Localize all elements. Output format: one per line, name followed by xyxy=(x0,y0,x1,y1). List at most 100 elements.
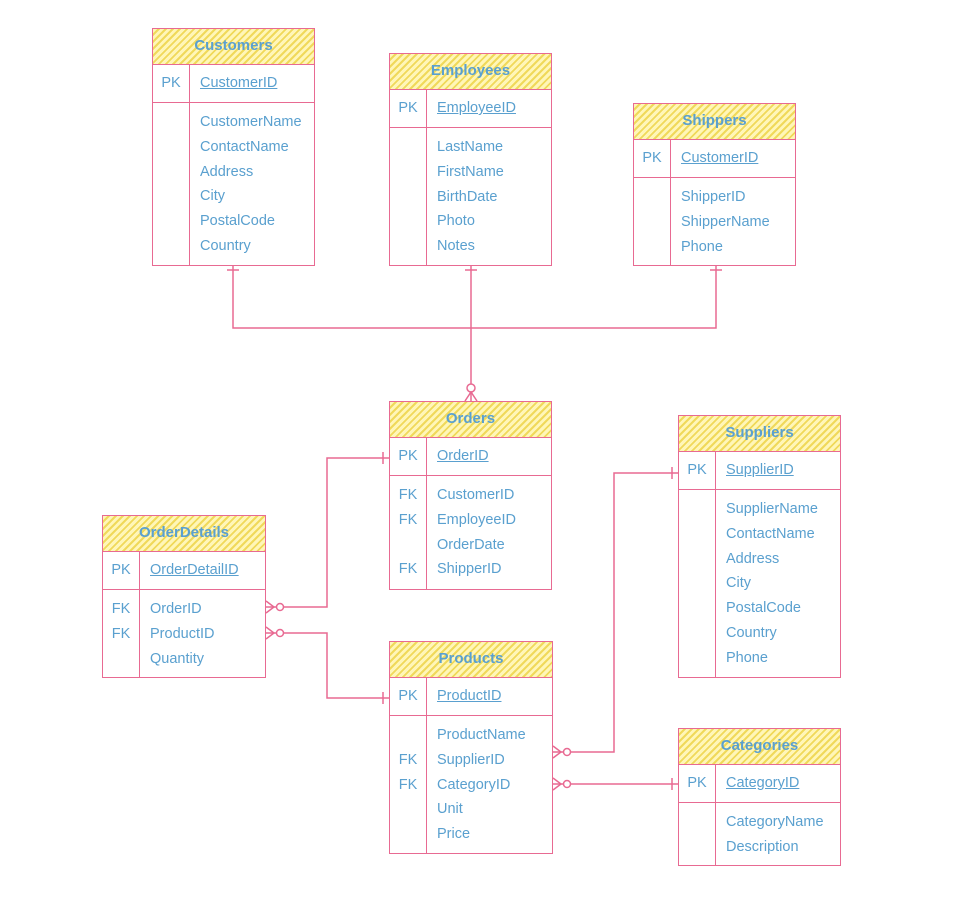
field-key-marker xyxy=(634,235,670,260)
field-name: ShipperName xyxy=(681,213,770,230)
field-name: Country xyxy=(726,624,777,641)
field-key-marker xyxy=(390,160,426,185)
products-primary-key-row: PK ProductID xyxy=(390,678,552,716)
shippers-primary-key-row: PK CustomerID xyxy=(634,140,795,178)
field-name: CustomerName xyxy=(200,114,302,130)
field-key-marker: FK xyxy=(398,751,418,768)
field-key-marker xyxy=(153,234,189,259)
pk-label: PK xyxy=(642,150,662,166)
field-key-marker xyxy=(679,596,715,621)
field-key-marker xyxy=(634,185,670,210)
primary-key-field: SupplierID xyxy=(726,462,794,478)
orders-title: Orders xyxy=(390,402,551,438)
orders-many-marker xyxy=(464,390,478,402)
products-supplier-zero-marker xyxy=(562,747,572,757)
field-name: Description xyxy=(726,838,799,855)
suppliers-products-connector xyxy=(553,472,678,753)
field-key-marker xyxy=(153,160,189,185)
field-key-marker xyxy=(679,835,715,860)
field-name: ContactName xyxy=(200,138,289,155)
field-key-marker xyxy=(153,110,189,135)
primary-key-field: OrderDetailID xyxy=(150,562,239,578)
products-title: Products xyxy=(390,642,552,678)
products-orderdetails-connector xyxy=(266,632,389,699)
primary-key-field: CustomerID xyxy=(200,75,278,91)
field-key-marker xyxy=(679,621,715,646)
pk-label: PK xyxy=(687,462,707,478)
field-name: SupplierID xyxy=(437,751,505,768)
pk-label: PK xyxy=(398,448,418,464)
orders-orderdetails-connector xyxy=(266,457,389,608)
customers-title: Customers xyxy=(153,29,314,65)
field-name: Price xyxy=(437,826,471,843)
field-name: City xyxy=(726,575,751,592)
customers-orders-connector xyxy=(232,266,471,329)
orderdetails-product-many-marker xyxy=(265,626,276,640)
products-category-zero-marker xyxy=(562,779,572,789)
customers-primary-key-row: PK CustomerID xyxy=(153,65,314,103)
primary-key-field: ProductID xyxy=(437,688,502,704)
field-key-marker: FK xyxy=(111,601,131,617)
orders-primary-key-row: PK OrderID xyxy=(390,438,551,476)
field-key-marker xyxy=(634,210,670,235)
field-name: FirstName xyxy=(437,163,504,180)
field-name: SupplierName xyxy=(726,501,818,517)
primary-key-field: CustomerID xyxy=(681,150,759,166)
field-name: City xyxy=(200,188,225,205)
field-key-marker: FK xyxy=(398,487,418,503)
field-name: EmployeeID xyxy=(437,511,516,528)
categories-title: Categories xyxy=(679,729,840,765)
field-name: CategoryName xyxy=(726,814,824,830)
field-key-marker xyxy=(679,571,715,596)
field-name: ProductID xyxy=(150,625,215,642)
field-name: PostalCode xyxy=(200,213,275,230)
field-key-marker xyxy=(390,209,426,234)
field-name: OrderDate xyxy=(437,536,505,553)
suppliers-title: Suppliers xyxy=(679,416,840,452)
field-key-marker xyxy=(153,209,189,234)
primary-key-field: OrderID xyxy=(437,448,489,464)
pk-label: PK xyxy=(161,75,181,91)
field-key-marker xyxy=(390,185,426,210)
field-name: Country xyxy=(200,237,251,254)
orderdetails-product-zero-marker xyxy=(275,628,285,638)
field-name: Photo xyxy=(437,213,475,230)
field-name: BirthDate xyxy=(437,188,498,205)
field-key-marker xyxy=(679,646,715,671)
orderdetails-title: OrderDetails xyxy=(103,516,265,552)
field-key-marker: FK xyxy=(398,511,418,528)
field-key-marker xyxy=(390,797,426,822)
field-name: Notes xyxy=(437,238,475,255)
field-name: CategoryID xyxy=(437,776,511,793)
field-key-marker: FK xyxy=(398,776,418,793)
field-key-marker xyxy=(390,533,426,558)
field-name: PostalCode xyxy=(726,600,801,617)
pk-label: PK xyxy=(398,688,418,704)
field-name: CustomerID xyxy=(437,487,515,503)
field-name: ShipperID xyxy=(681,189,746,205)
employees-title: Employees xyxy=(390,54,551,90)
field-key-marker xyxy=(390,135,426,160)
field-name: Quantity xyxy=(150,650,204,667)
orderdetails-order-zero-marker xyxy=(275,602,285,612)
field-name: Address xyxy=(726,550,780,567)
field-name: ContactName xyxy=(726,525,815,542)
field-key-marker xyxy=(679,522,715,547)
